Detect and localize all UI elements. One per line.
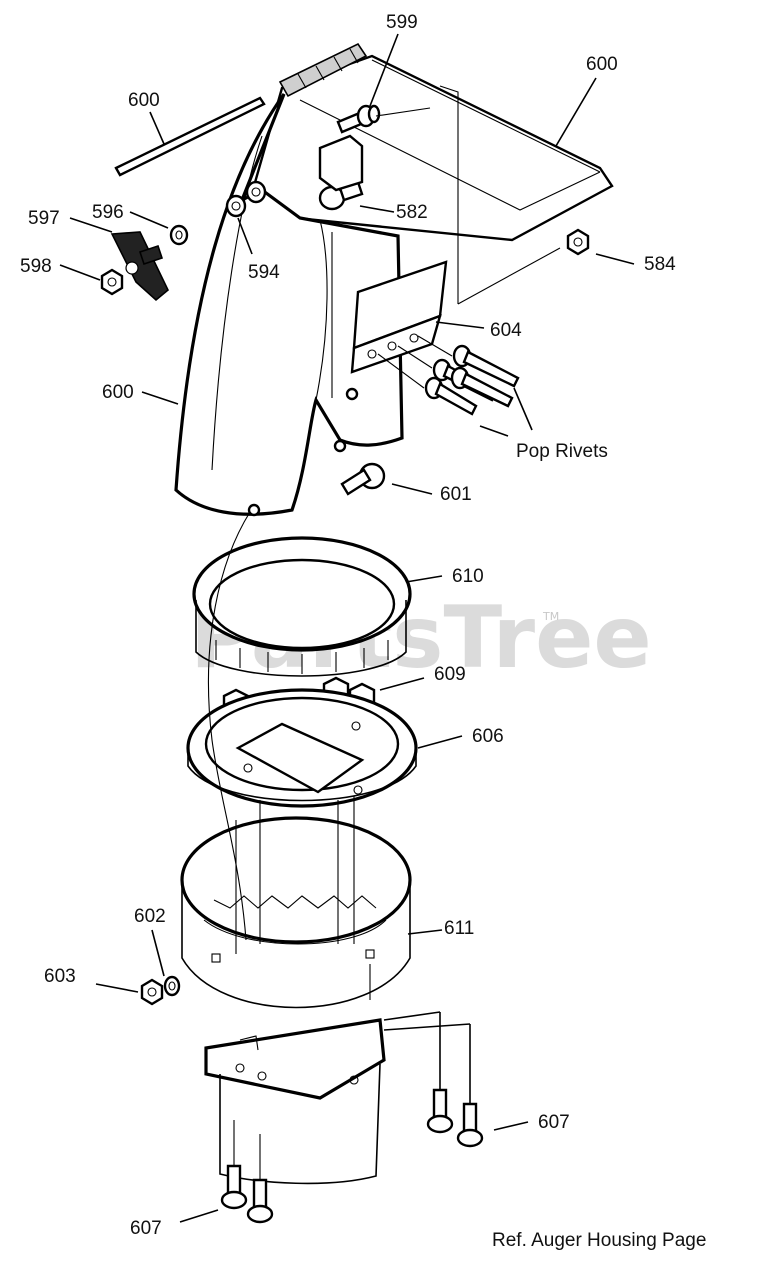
- bolt-601: [340, 462, 386, 496]
- label-601: 601: [440, 484, 472, 505]
- label-610: 610: [452, 566, 484, 587]
- label-602: 602: [134, 906, 166, 927]
- label-594: 594: [248, 262, 280, 283]
- label-604: 604: [490, 320, 522, 341]
- label-582: 582: [396, 202, 428, 223]
- gear-ring-611: [180, 816, 412, 1009]
- bolts-607-left: [220, 1164, 274, 1224]
- footer-note: Ref. Auger Housing Page: [492, 1230, 706, 1251]
- assembly-guide-lines: [207, 232, 355, 1180]
- label-598: 598: [20, 256, 52, 277]
- label-596: 596: [92, 202, 124, 223]
- label-606: 606: [472, 726, 504, 747]
- label-609: 609: [434, 664, 466, 685]
- nut-584: [566, 228, 590, 256]
- chute-base: [204, 1018, 386, 1185]
- hinge-rod: [278, 42, 368, 98]
- label-603: 603: [44, 966, 76, 987]
- washer-594: [225, 180, 267, 218]
- nut-603: [140, 978, 164, 1006]
- washer-602: [163, 975, 181, 997]
- label-607-left: 607: [130, 1218, 162, 1239]
- rod-600: [114, 96, 266, 177]
- plate-606: [186, 688, 418, 808]
- label-607-right: 607: [538, 1112, 570, 1133]
- chute-bracket: [318, 134, 364, 192]
- leader-lines: [59, 33, 635, 1223]
- bolt-599: [336, 104, 431, 134]
- label-597: 597: [28, 208, 60, 229]
- label-600-chute: 600: [102, 382, 134, 403]
- knob-597: [110, 231, 169, 302]
- label-pop-rivets: Pop Rivets: [516, 441, 608, 462]
- label-599: 599: [386, 12, 418, 33]
- deflector-plate-604: [350, 260, 448, 374]
- label-600-rod: 600: [128, 90, 160, 111]
- watermark-trademark: TM: [542, 610, 559, 623]
- washer-596: [169, 224, 189, 246]
- nut-598: [100, 268, 124, 296]
- pop-rivets: [377, 335, 520, 416]
- bolts-607-right: [426, 1088, 484, 1148]
- ring-610: [192, 536, 412, 677]
- label-611: 611: [444, 918, 474, 939]
- label-600-deflector: 600: [586, 54, 618, 75]
- label-584: 584: [644, 254, 676, 275]
